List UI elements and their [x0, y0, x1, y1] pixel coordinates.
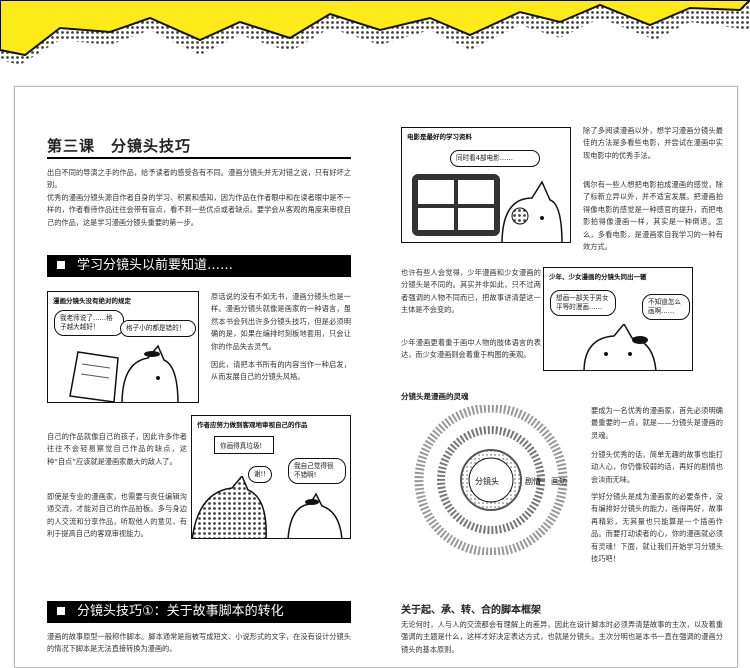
shoujo-paragraph-2: 少年漫画更着重于画中人物的肢体语言的表达，而少女漫画则会着重于构图的美观。 — [401, 338, 541, 360]
panel-movie: 电影是最好的学习资料 同时看4部电影…… — [401, 127, 571, 243]
panel-no-rules: 漫画分镜头没有绝对的规定 我老师说了……格子越大越好！ 格子小的都是错的！ — [47, 291, 199, 403]
thinking-cat-illustration — [583, 324, 657, 370]
section-heading-2: 分镜头技巧①：关于故事脚本的转化 — [47, 601, 351, 623]
panel-shoujo-bubble-1: 想画一部关于男女平等的漫画…… — [550, 290, 616, 316]
panel-movie-caption: 电影是最好的学习资料 — [407, 133, 472, 141]
panel-no-rules-bubble-1: 我老师说了……格子越大越好！ — [54, 310, 124, 336]
right-top-paragraph-2: 偶尔有一些人想把电影拍成漫画的感觉，除了标新立异以外，并不适宜发展。把漫画拍得像… — [583, 180, 723, 252]
soul-label-outer: 画功 — [551, 476, 567, 486]
section-heading-2-label: 分镜头技巧①：关于故事脚本的转化 — [77, 604, 284, 619]
soul-target-diagram: 分镜头 剧情 画功 — [414, 405, 568, 555]
two-cats-illustration — [192, 476, 343, 538]
soul-label-inner: 分镜头 — [475, 476, 499, 486]
top-banner — [0, 0, 750, 70]
script-paragraph: 漫画的故事原型一般称作脚本。脚本通常是指被写成短文、小说形式的文字，在没有设计分… — [47, 632, 351, 654]
banner-burst-graphic — [0, 0, 750, 65]
soul-diagram-caption: 分镜头是漫画的灵魂 — [401, 392, 469, 401]
panel-objective-caption: 作者应努力做到客观地审视自己的作品 — [197, 421, 308, 429]
soul-paragraph-3: 学好分镜头是成为漫画家的必要条件，没有编排好分镜头的能力，画得再好，故事再精彩，… — [591, 492, 723, 564]
soul-paragraph-2: 分镜头优秀的话，简单无趣的故事也能打动人心，你仍像较弱的话，再好的剧情也会淡而无… — [591, 450, 723, 484]
section-heading-1-label: 学习分镜头以前要知道…… — [77, 258, 234, 273]
panel-shoujo-caption: 少年、少女漫画的分镜头同出一辙 — [549, 273, 647, 281]
section-marker-icon — [57, 606, 65, 615]
section-marker-icon — [57, 260, 65, 269]
panel-objective-bubble-2: 谢!! — [248, 466, 272, 483]
qcz-paragraph: 无论何时，人与人的交流都会有理解上的差异，因此在设计脚本时必须弄清楚故事的主次，… — [401, 620, 723, 654]
reading-cat-illustration — [69, 344, 179, 402]
qcz-heading: 关于起、承、转、合的脚本框架 — [401, 605, 541, 616]
panel-objective: 作者应努力做到客观地审视自己的作品 你画得真垃圾! 谢!! 我自己觉得很不错啊! — [191, 415, 351, 539]
right-top-paragraph-1: 除了多阅读漫画以外，想学习漫画分镜头最佳的方法是多看些电影，并尝试在漫画中实现电… — [583, 126, 723, 160]
section-heading-1: 学习分镜头以前要知道…… — [47, 255, 351, 277]
panel-objective-bubble-3: 我自己觉得很不错啊! — [288, 458, 346, 484]
intro-paragraph: 出自不同的导演之手的作品，给予读者的感受各有不同。漫画分镜头并无对错之说，只有好… — [47, 168, 351, 227]
tv-cat-illustration — [412, 174, 563, 242]
no-rules-paragraph-1: 原话说的没有不如无书，漫画分镜头也是一样。漫画分镜头就像是画家的一种语言，虽然本… — [211, 292, 351, 351]
soul-paragraph-1: 要成为一名优秀的漫画家，首先必须明确最重要的一点，就是——分镜头是漫画的灵魂。 — [591, 406, 723, 440]
title-underline — [47, 157, 351, 159]
lesson-title: 第三课 分镜头技巧 — [47, 137, 192, 155]
shoujo-paragraph-1: 也许有些人会觉得，少年漫画和少女漫画的分镜头是不同的。其实并非如此，只不过两者强… — [401, 268, 541, 315]
panel-no-rules-bubble-2: 格子小的都是错的！ — [120, 320, 196, 337]
self-paragraph-2: 即使是专业的漫画家，也需要与责任编辑沟通交流，才能对自己的作品拍板。多与身边的人… — [47, 492, 187, 539]
panel-movie-bubble: 同时看4部电影…… — [450, 150, 540, 167]
panel-no-rules-caption: 漫画分镜头没有绝对的规定 — [53, 297, 131, 305]
book-page: 第三课 分镜头技巧 出自不同的导演之手的作品，给予读者的感受各有不同。漫画分镜头… — [14, 86, 738, 668]
soul-label-middle: 剧情 — [525, 476, 541, 486]
panel-shoujo: 少年、少女漫画的分镜头同出一辙 想画一部关于男女平等的漫画…… 不知道怎么画啊…… — [543, 267, 693, 371]
panel-shoujo-bubble-2: 不知道怎么画啊…… — [642, 294, 690, 320]
no-rules-paragraph-2: 因此，请把本书所有的内容当作一种启发，从而发展自己的分镜头风格。 — [211, 360, 351, 382]
panel-objective-bubble-1: 你画得真垃圾! — [214, 436, 274, 454]
self-paragraph-1: 自己的作品就像自己的孩子，因此许多作者往往不会轻易察觉自己作品的缺点，这种“自点… — [47, 432, 187, 466]
